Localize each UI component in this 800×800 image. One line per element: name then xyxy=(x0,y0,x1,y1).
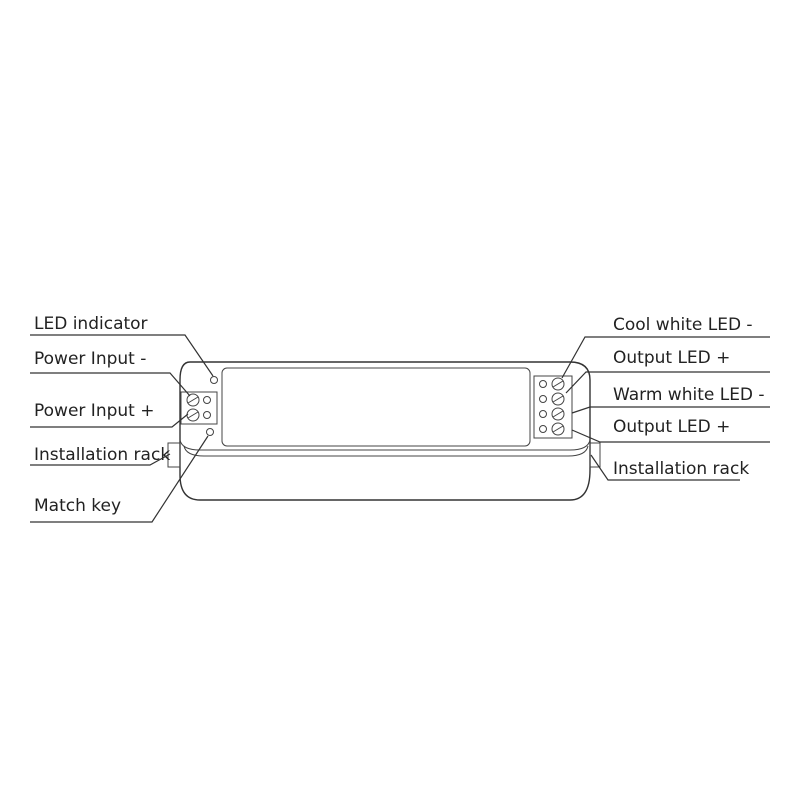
power-terminal-block xyxy=(180,391,218,425)
leader-line xyxy=(30,435,209,523)
output-terminal-block xyxy=(533,375,573,439)
label-text: Power Input - xyxy=(34,349,146,369)
leader-line xyxy=(30,372,191,397)
label-warm-white-led-minus: Warm white LED - xyxy=(571,385,770,414)
label-output-led-plus-2: Output LED + xyxy=(571,417,770,443)
label-text: Output LED + xyxy=(613,348,730,368)
label-output-led-plus-1: Output LED + xyxy=(565,348,770,394)
leader-line xyxy=(590,454,740,481)
leader-line xyxy=(571,429,770,443)
leader-line xyxy=(30,453,171,466)
label-text: Installation rack xyxy=(613,459,749,479)
match-key-icon xyxy=(206,428,214,436)
label-text: LED indicator xyxy=(34,314,148,334)
controller-device xyxy=(167,361,601,501)
label-text: Installation rack xyxy=(34,445,170,465)
label-installation-rack-left: Installation rack xyxy=(30,445,171,466)
label-installation-rack-right: Installation rack xyxy=(590,454,749,481)
led-indicator-icon xyxy=(210,376,218,384)
label-power-input-minus: Power Input - xyxy=(30,349,191,397)
leader-line xyxy=(571,406,770,414)
label-power-input-plus: Power Input + xyxy=(30,401,189,428)
leader-line xyxy=(30,413,189,428)
label-match-key: Match key xyxy=(30,435,209,523)
leader-line xyxy=(30,334,214,377)
leader-line xyxy=(561,336,770,379)
installation-rack-right xyxy=(589,442,601,468)
label-text: Match key xyxy=(34,496,121,516)
label-text: Warm white LED - xyxy=(613,385,765,405)
cover-window xyxy=(221,367,531,447)
label-text: Power Input + xyxy=(34,401,154,421)
label-text: Output LED + xyxy=(613,417,730,437)
leader-line xyxy=(565,371,770,394)
label-cool-white-led-minus: Cool white LED - xyxy=(561,315,770,379)
label-led-indicator: LED indicator xyxy=(30,314,214,377)
label-text: Cool white LED - xyxy=(613,315,753,335)
